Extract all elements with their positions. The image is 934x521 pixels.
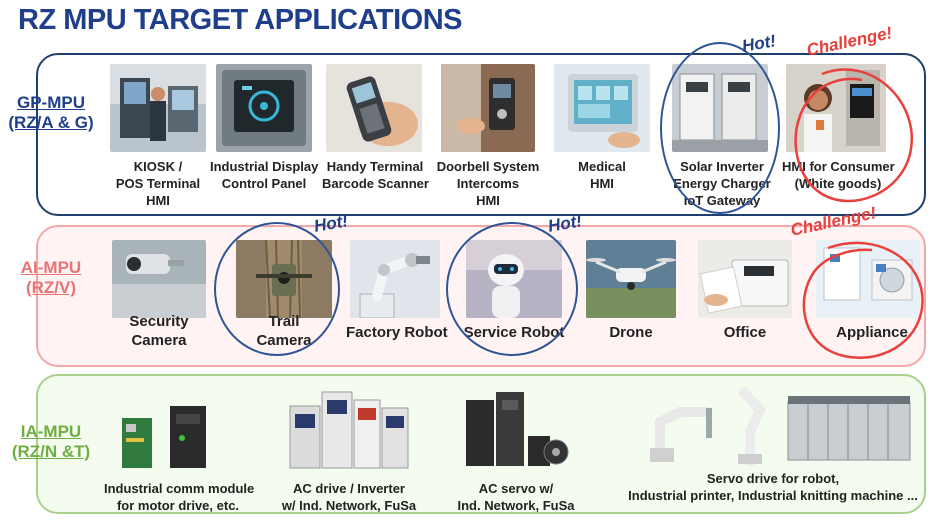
caption-doorbell: Doorbell System Intercoms HMI [436, 159, 540, 208]
ia-mpu-label-line1: IA-MPU [20, 422, 82, 441]
security-camera-image [112, 240, 206, 318]
caption-handy-terminal: Handy Terminal Barcode Scanner [322, 159, 429, 191]
service-robot-image [466, 240, 562, 318]
gp-mpu-label-line2: (RZ/A & G) [8, 113, 94, 132]
gp-mpu-band [36, 53, 926, 216]
caption-appliance: Appliance [836, 324, 908, 341]
caption-kiosk: KIOSK / POS Terminal HMI [115, 159, 201, 208]
ia-mpu-label-line2: (RZ/N &T) [11, 442, 91, 461]
challenge-scribble-consumer [794, 68, 913, 203]
caption-medical: Medical HMI [578, 159, 626, 191]
doorbell-image [441, 64, 535, 152]
ia-mpu-label: IA-MPU (RZ/N &T) [2, 422, 100, 462]
ac-drive-image [286, 386, 412, 474]
caption-security-camera: Security Camera [129, 313, 189, 349]
caption-robot-printer: Servo drive for robot, Industrial printe… [628, 471, 918, 503]
trail-camera-image [236, 240, 332, 318]
page-title: RZ MPU TARGET APPLICATIONS [18, 4, 463, 36]
solar-inverter-image [672, 64, 768, 152]
comm-module-image [112, 398, 222, 472]
caption-drone: Drone [609, 324, 653, 341]
caption-industrial-display: Industrial Display Control Panel [210, 159, 319, 191]
drone-image [586, 240, 676, 318]
caption-consumer-hmi: HMI for Consumer (White goods) [782, 159, 895, 191]
ai-mpu-label-line2: (RZ/V) [25, 278, 77, 297]
caption-ac-servo: AC servo w/ Ind. Network, FuSa [457, 481, 575, 513]
appliance-image [816, 240, 920, 318]
caption-trail-camera: Trail Camera [256, 313, 312, 349]
industrial-display-image [216, 64, 312, 152]
gp-mpu-label: GP-MPU (RZ/A & G) [2, 93, 100, 133]
robot-printer-image [640, 382, 914, 466]
medical-image [554, 64, 650, 152]
ac-servo-image [462, 386, 572, 474]
caption-solar-inverter: Solar Inverter Energy Charger IoT Gatewa… [673, 159, 771, 208]
factory-robot-image [350, 240, 440, 318]
caption-factory-robot: Factory Robot [346, 324, 448, 341]
office-image [698, 240, 792, 318]
handy-terminal-image [326, 64, 422, 152]
caption-ac-drive: AC drive / Inverter w/ Ind. Network, FuS… [281, 481, 417, 513]
caption-service-robot: Service Robot [463, 324, 565, 341]
ai-mpu-label-line1: AI-MPU [20, 258, 82, 277]
caption-office: Office [723, 324, 767, 341]
kiosk-image [110, 64, 206, 152]
challenge-scribble-appliance [802, 241, 924, 360]
gp-mpu-label-line1: GP-MPU [17, 93, 85, 112]
ai-mpu-label: AI-MPU (RZ/V) [2, 258, 100, 298]
caption-comm-module: Industrial comm module for motor drive, … [104, 481, 255, 513]
